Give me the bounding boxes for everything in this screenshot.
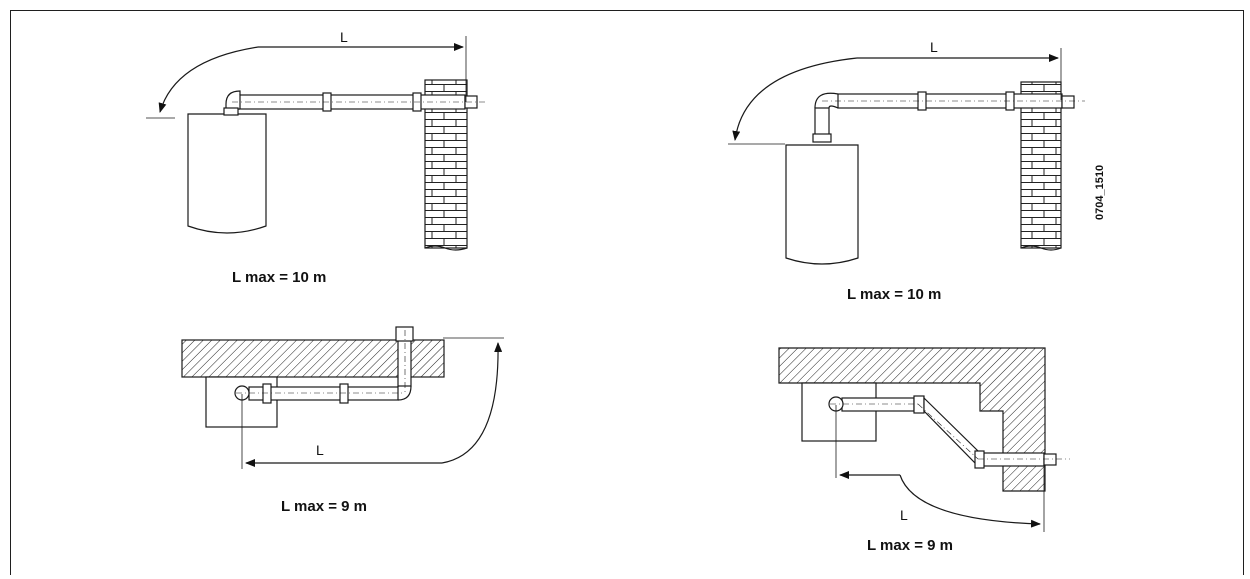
diagram-bottom-right: L L max = 9 m: [778, 347, 1070, 554]
max-length-caption: L max = 9 m: [281, 498, 367, 515]
diagram-top-right: L L max = 10 m 0704_1510: [728, 39, 1106, 303]
dimension-arrow: L: [146, 29, 467, 119]
boiler-unit: [785, 144, 859, 265]
dimension-arrow: L: [241, 337, 504, 469]
dimension-arrow: L: [728, 39, 1062, 145]
flue-pipe: [812, 91, 1085, 143]
brick-wall: [1020, 81, 1062, 251]
dimension-label: L: [900, 507, 908, 523]
max-length-caption: L max = 9 m: [867, 537, 953, 554]
dimension-label: L: [316, 442, 324, 458]
flue-pipe: [223, 90, 487, 116]
diagram-bottom-left: L L max = 9 m: [181, 326, 504, 515]
max-length-caption: L max = 10 m: [847, 286, 941, 303]
max-length-caption: L max = 10 m: [232, 269, 326, 286]
flue-pipe: [234, 326, 414, 404]
boiler-unit: [187, 113, 267, 234]
flue-pipe: [828, 395, 1070, 469]
boiler-unit: [801, 382, 877, 442]
figure-code: 0704_1510: [1094, 165, 1106, 220]
dimension-label: L: [340, 29, 348, 45]
dimension-arrow: L: [835, 405, 1045, 532]
diagram-top-left: L L max = 10 m: [146, 29, 487, 286]
dimension-label: L: [930, 39, 938, 55]
